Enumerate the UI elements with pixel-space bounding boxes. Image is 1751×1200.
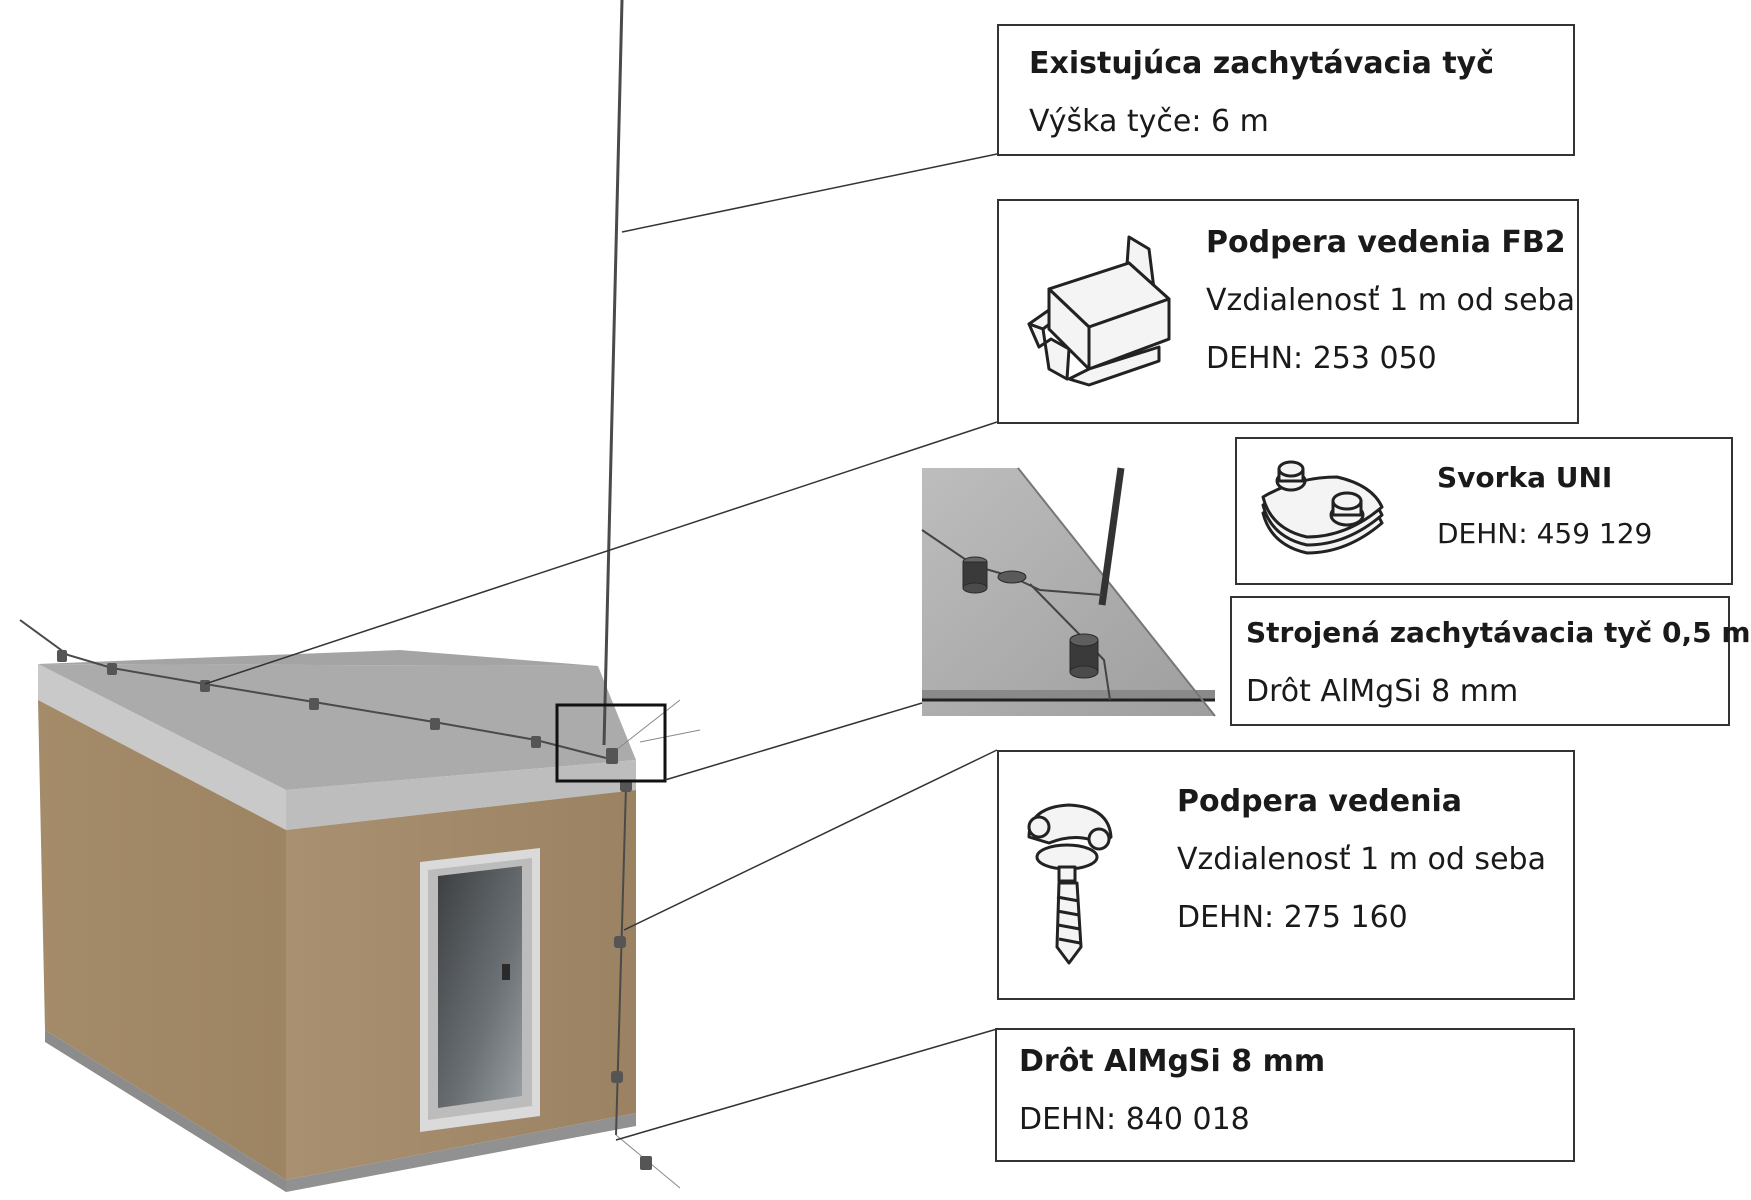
callout-title: Svorka UNI	[1437, 461, 1613, 494]
front-wall	[38, 700, 286, 1180]
detail-highlight-frame	[555, 703, 667, 783]
roof-edge	[38, 664, 286, 830]
callout-title: Drôt AlMgSi 8 mm	[1019, 1044, 1326, 1079]
uni-clamp-icon	[1261, 460, 1384, 555]
wall-conductor-holder-icon	[1027, 803, 1113, 965]
container-building	[38, 650, 636, 1192]
callout-uni-clamp: Svorka UNI DEHN: 459 129	[1235, 437, 1733, 585]
door	[420, 848, 540, 1132]
callout-text: Vzdialenosť 1 m od seba	[1177, 842, 1546, 877]
roof-surface	[38, 664, 636, 790]
base-strip	[45, 1030, 286, 1192]
leader-lines	[204, 153, 998, 1141]
callout-text: Drôt AlMgSi 8 mm	[1246, 674, 1519, 709]
callout-text: DEHN: 253 050	[1206, 341, 1437, 376]
callout-text: DEHN: 459 129	[1437, 517, 1653, 550]
callout-text: Výška tyče: 6 m	[1029, 104, 1269, 139]
callout-fb2-support: Podpera vedenia FB2 Vzdialenosť 1 m od s…	[997, 199, 1579, 424]
callout-title: Podpera vedenia FB2	[1206, 225, 1566, 260]
fb2-roof-conductor-holder-icon	[1027, 235, 1171, 387]
callout-wall-support: Podpera vedenia Vzdialenosť 1 m od seba …	[997, 750, 1575, 1000]
existing-air-termination-rod	[602, 0, 624, 746]
roof-conductor-holders	[57, 650, 618, 764]
callout-existing-rod: Existujúca zachytávacia tyč Výška tyče: …	[997, 24, 1575, 156]
wall-conductor-holders	[611, 780, 652, 1170]
callout-wire: Drôt AlMgSi 8 mm DEHN: 840 018	[995, 1028, 1575, 1162]
callout-text: DEHN: 840 018	[1019, 1102, 1250, 1137]
callout-short-rod: Strojená zachytávacia tyč 0,5 m Drôt AlM…	[1230, 596, 1751, 726]
air-termination-system	[19, 0, 701, 1189]
callout-text: DEHN: 275 160	[1177, 900, 1408, 935]
detail-inset	[921, 467, 1216, 717]
roof-conductor	[19, 619, 607, 759]
callout-title: Strojená zachytávacia tyč 0,5 m	[1246, 616, 1751, 649]
callout-title: Existujúca zachytávacia tyč	[1029, 46, 1495, 81]
callout-title: Podpera vedenia	[1177, 784, 1462, 819]
callout-text: Vzdialenosť 1 m od seba	[1206, 283, 1575, 318]
